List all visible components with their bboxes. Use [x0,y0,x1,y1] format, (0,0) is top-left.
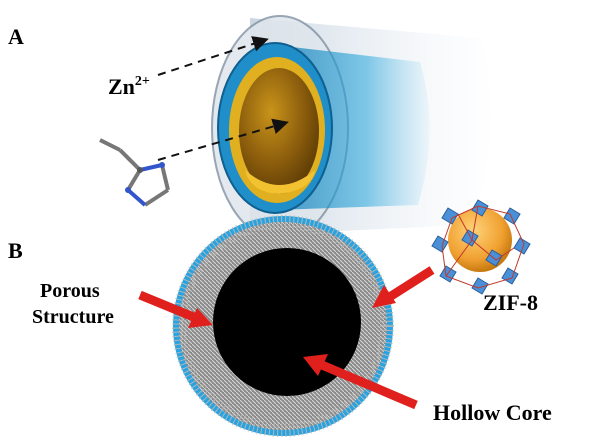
zif8-label: ZIF-8 [483,290,538,315]
porous-label-line2: Structure [32,306,114,328]
core-highlight [245,170,315,194]
panel-b-label: B [8,238,23,263]
zn-label: Zn2+ [108,74,150,99]
zif8-sphere [448,208,512,272]
porous-label-line1: Porous [40,280,100,302]
zn-arrow [157,36,269,76]
panel-a-label: A [8,24,24,49]
hollow-core-label: Hollow Core [433,400,552,425]
tube-illustration [211,15,491,241]
zif8-illustration [431,199,531,295]
methylimidazole-molecule [99,138,170,207]
zif8-arrow [372,266,435,308]
hollow-arrow [303,354,418,410]
cross-section [172,215,394,437]
porous-arrow [138,290,213,328]
